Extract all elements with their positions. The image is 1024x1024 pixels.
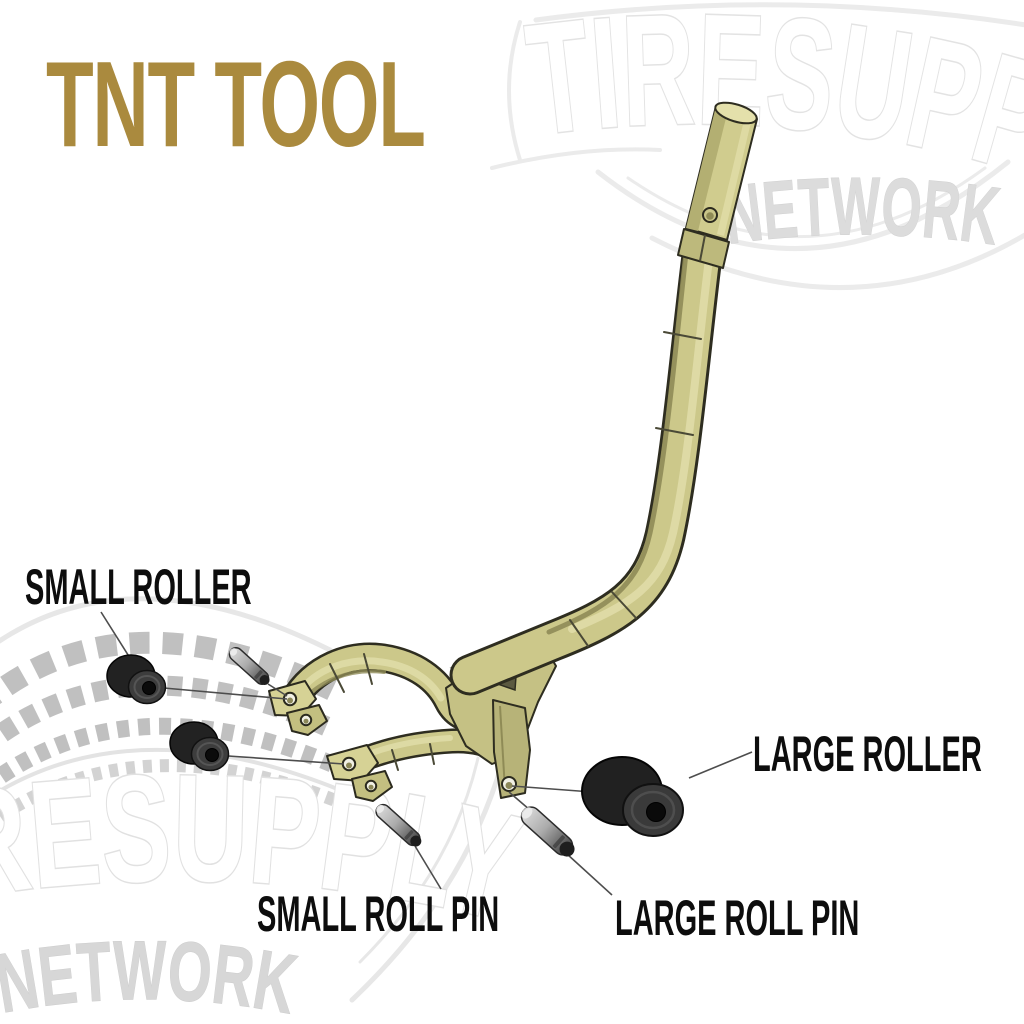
tool-body [268,101,758,802]
handle-coupler [677,228,730,269]
small-roller-2 [169,721,230,772]
label-small-roll-pin: SMALL ROLL PIN [257,886,500,942]
roller-bracket [492,699,531,799]
badge-outline-bottom-left [0,596,508,1003]
leader-large-pin-label [566,853,613,896]
tool-shaft [449,235,723,696]
leader-small-roller-label [100,611,131,659]
leader-large-roller-bracket [511,785,593,793]
leader-small-roller-2 [227,755,345,765]
small-roll-pin [375,803,422,847]
watermark-network-bottom: NETWORK [0,923,303,1024]
small-roller-1 [106,654,167,705]
label-small-roller: SMALL ROLLER [25,559,252,615]
leader-large-pin-bracket [508,791,531,811]
diagram-title: TNT TOOL [46,36,426,172]
watermark-network-top: NETWORK [719,161,1005,262]
large-roller [581,756,684,837]
label-large-roll-pin: LARGE ROLL PIN [615,890,860,946]
fork-lower-clevis [326,744,393,802]
leader-small-pin-upper [267,683,288,697]
tool-handle [685,101,758,241]
leader-large-roller-label [688,751,753,779]
label-large-roller: LARGE ROLLER [753,726,982,782]
leader-small-pin-label [414,845,442,890]
large-roll-pin [520,806,575,857]
leader-small-roller-1 [163,687,288,700]
small-roll-pin-upper [228,647,270,686]
leader-lines [100,611,753,896]
